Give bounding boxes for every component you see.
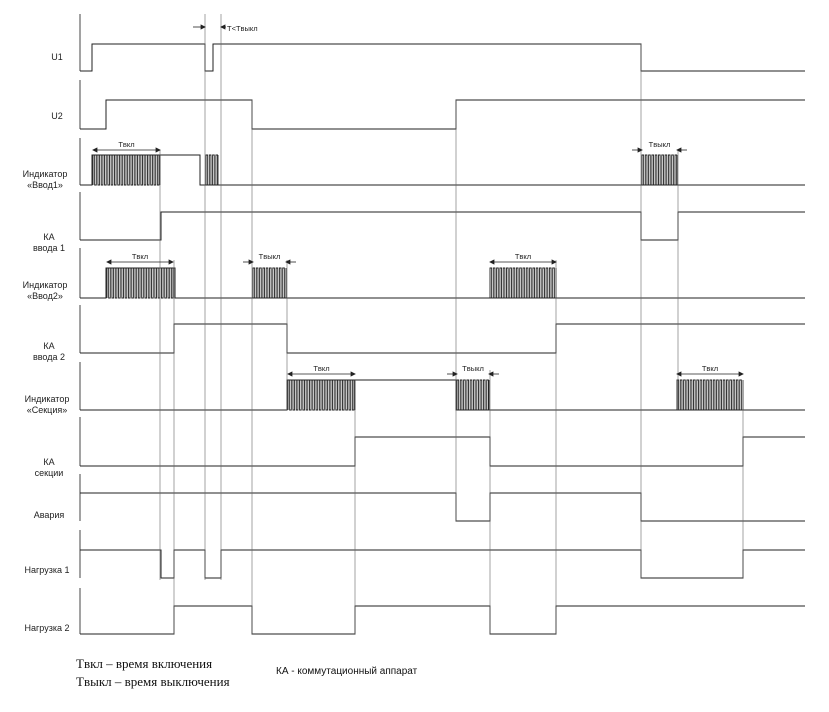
row-label-ka-vvoda1: КА ввода 1: [32, 232, 66, 253]
legend-ka-definition: КА - коммутационный аппарат: [276, 666, 418, 677]
interval-on-sec: Tвкл: [287, 364, 356, 377]
pulse-train-sec-c: [676, 379, 744, 411]
row-label-indicator-vvod2: Индикатор «Ввод2»: [22, 280, 68, 301]
row-label-ka-vvoda2: КА ввода 2: [32, 341, 66, 362]
arrow-head: [738, 371, 744, 377]
arrow-head: [155, 147, 161, 153]
row-label-avariya: Авария: [33, 510, 65, 520]
row-label-u1: U1: [51, 52, 63, 62]
pulse-train-ind2-b: [252, 267, 287, 299]
arrow-head: [350, 371, 356, 377]
arrow-head: [200, 24, 206, 30]
interval-label: Tвкл: [515, 252, 531, 261]
waveform-load1: [80, 549, 805, 579]
waveform-ka1: [80, 211, 805, 241]
row-label-u2: U2: [51, 111, 63, 121]
interval-label: Tвкл: [132, 252, 148, 261]
pulse-train-ind1-b: [205, 154, 219, 186]
pulse-train-ind1-c: [641, 154, 678, 186]
waveform-alarm: [80, 492, 805, 522]
arrow-head: [637, 147, 643, 153]
arrow-head: [220, 24, 226, 30]
top-gap-marker: [193, 24, 226, 30]
pulse-train-sec-a: [287, 379, 356, 411]
pulse-train-ind2-c: [489, 267, 557, 299]
waveform-ind_sec: [80, 379, 805, 411]
interval-on-sec-b: Tвкл: [676, 364, 744, 377]
interval-label: Tвыкл: [259, 252, 281, 261]
waveform-u1: [80, 43, 805, 72]
interval-on-ind1: Tвкл: [92, 140, 161, 153]
row-label-nagruzka2: Нагрузка 2: [24, 623, 70, 633]
legend-off-definition: Tвыкл – время выключения: [76, 674, 230, 689]
arrow-head: [287, 371, 293, 377]
arrow-head: [551, 259, 557, 265]
interval-off-ind2: Tвыкл: [243, 252, 296, 265]
interval-off-ind1: Tвыкл: [632, 140, 687, 153]
row-label-indicator-vvod1: Индикатор «Ввод1»: [22, 169, 68, 190]
interval-label: Tвыкл: [649, 140, 671, 149]
top-annotation-t-less-toff: T<Tвыкл: [227, 24, 258, 33]
interval-off-sec: Tвыкл: [447, 364, 499, 377]
arrow-head: [488, 371, 494, 377]
interval-label: Tвкл: [702, 364, 718, 373]
waveform-ka2: [80, 323, 805, 354]
interval-on-ind2-b: Tвкл: [489, 252, 557, 265]
arrow-head: [248, 259, 254, 265]
interval-label: Tвкл: [118, 140, 134, 149]
waveform-load2: [80, 605, 805, 635]
interval-on-ind2: Tвкл: [106, 252, 174, 265]
row-label-indicator-sekciya: Индикатор «Секция»: [24, 394, 70, 415]
arrow-head: [676, 371, 682, 377]
arrow-head: [285, 259, 291, 265]
arrow-head: [489, 259, 495, 265]
arrow-head: [168, 259, 174, 265]
interval-label: Tвыкл: [462, 364, 484, 373]
waveform-ind1: [80, 154, 805, 186]
legend-on-definition: Tвкл – время включения: [76, 656, 213, 671]
interval-label: Tвкл: [313, 364, 329, 373]
arrow-head: [106, 259, 112, 265]
arrow-head: [452, 371, 458, 377]
waveform-u2: [80, 99, 805, 130]
row-label-ka-sekcii: КА секции: [34, 457, 64, 478]
waveform-ind2: [80, 267, 805, 299]
row-label-nagruzka1: Нагрузка 1: [24, 565, 70, 575]
pulse-train-ind2-a: [106, 267, 174, 299]
arrow-head: [92, 147, 98, 153]
waveform-ka_sec: [80, 436, 805, 467]
pulse-train-sec-b: [456, 379, 490, 411]
pulse-train-ind1-a: [92, 154, 161, 186]
arrow-head: [676, 147, 682, 153]
